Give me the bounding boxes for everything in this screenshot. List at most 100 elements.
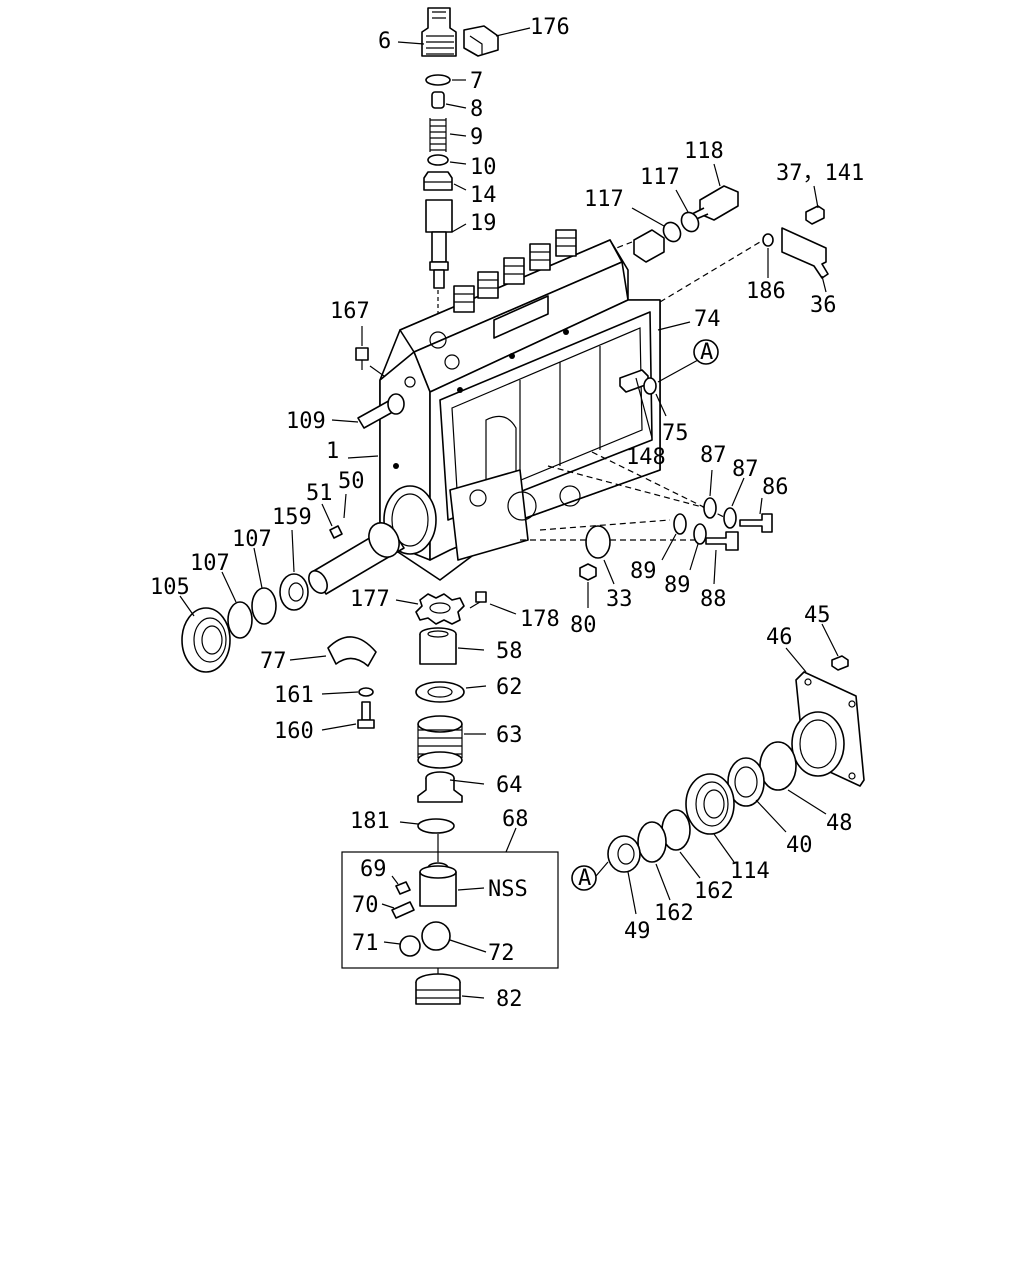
nss-group-68 [341, 827, 559, 969]
label-40: 40 [786, 833, 813, 858]
label-107-a: 107 [190, 551, 230, 576]
washer-62 [415, 681, 487, 703]
bolt-45 [821, 623, 849, 671]
label-77: 77 [260, 649, 287, 674]
seal-159 [279, 529, 309, 611]
label-162-a: 162 [694, 879, 734, 904]
sleeve-58 [419, 627, 485, 665]
shim-181 [399, 818, 455, 834]
pin-69 [391, 875, 411, 895]
label-10: 10 [470, 155, 497, 180]
camshaft [308, 522, 405, 595]
valve-8 [431, 91, 467, 109]
label-162-b: 162 [654, 901, 694, 926]
o-ring-33 [585, 525, 615, 585]
cover-46 [785, 647, 865, 787]
label-161: 161 [274, 683, 314, 708]
seal-40 [727, 757, 787, 833]
label-72: 72 [488, 941, 515, 966]
label-167: 167 [330, 299, 370, 324]
label-118: 118 [684, 139, 724, 164]
label-51: 51 [306, 481, 333, 506]
label-62: 62 [496, 675, 523, 700]
union-nut-fitting [633, 229, 665, 263]
label-87-b: 87 [732, 457, 759, 482]
bolt-118 [691, 163, 739, 221]
label-70: 70 [352, 893, 379, 918]
label-105: 105 [150, 575, 190, 600]
screw-178 [469, 591, 517, 615]
cap-77 [289, 636, 377, 667]
washer-10 [427, 154, 467, 166]
label-148: 148 [626, 445, 666, 470]
o-ring-7 [425, 74, 466, 86]
reference-a-marker-1 [693, 339, 719, 365]
tappet-body [419, 862, 485, 907]
label-45: 45 [804, 603, 831, 628]
label-89-b: 89 [664, 573, 691, 598]
plug-82 [415, 973, 485, 1005]
label-109: 109 [286, 409, 326, 434]
bracket-36 [781, 227, 829, 293]
stud-148-75 [619, 369, 667, 439]
spring-9 [429, 118, 467, 152]
label-a-1: A [700, 340, 713, 365]
label-58: 58 [496, 639, 523, 664]
bolt-160 [321, 701, 375, 731]
bearing-105 [179, 595, 231, 673]
label-186: 186 [746, 279, 786, 304]
label-36: 36 [810, 293, 837, 318]
lever-109 [331, 393, 405, 429]
delivery-valve-holder-6 [397, 7, 457, 57]
label-87-a: 87 [700, 443, 727, 468]
washer-107 [221, 547, 277, 639]
label-160: 160 [274, 719, 314, 744]
bolt-86 [739, 497, 773, 533]
key-51 [321, 503, 343, 539]
washer-89 [661, 513, 707, 571]
spring-63 [417, 715, 486, 769]
label-19: 19 [470, 211, 497, 236]
label-117-a: 117 [640, 165, 680, 190]
label-46: 46 [766, 625, 793, 650]
label-114: 114 [730, 859, 770, 884]
label-68: 68 [502, 807, 529, 832]
label-107-b: 107 [232, 527, 272, 552]
pump-housing-1 [379, 229, 661, 581]
label-117-b: 117 [584, 187, 624, 212]
label-14: 14 [470, 183, 497, 208]
label-176: 176 [530, 15, 570, 40]
label-49: 49 [624, 919, 651, 944]
roller-71 [383, 935, 421, 957]
label-75: 75 [662, 421, 689, 446]
label-181: 181 [350, 809, 390, 834]
nut-80 [579, 563, 597, 608]
label-37-141: 37，141 [776, 161, 864, 186]
cap-176 [463, 25, 531, 57]
label-7: 7 [470, 69, 483, 94]
bolt-88 [705, 531, 739, 585]
label-9: 9 [470, 125, 483, 150]
washer-161 [321, 687, 374, 697]
label-63: 63 [496, 723, 523, 748]
pin-70 [381, 901, 415, 919]
label-80: 80 [570, 613, 597, 638]
label-1: 1 [326, 439, 339, 464]
bolt-37 [805, 185, 825, 225]
retainer-64 [417, 771, 485, 803]
label-86: 86 [762, 475, 789, 500]
label-64: 64 [496, 773, 523, 798]
shim-162 [637, 809, 701, 901]
label-71: 71 [352, 931, 379, 956]
label-159: 159 [272, 505, 312, 530]
label-89-a: 89 [630, 559, 657, 584]
plunger-19 [425, 199, 467, 289]
collar-49 [607, 835, 641, 915]
label-74: 74 [694, 307, 721, 332]
reference-a-marker-2 [571, 865, 597, 891]
label-a-2: A [578, 866, 591, 891]
valve-seat-14 [423, 171, 467, 191]
washer-117 [631, 189, 700, 243]
label-48: 48 [826, 811, 853, 836]
